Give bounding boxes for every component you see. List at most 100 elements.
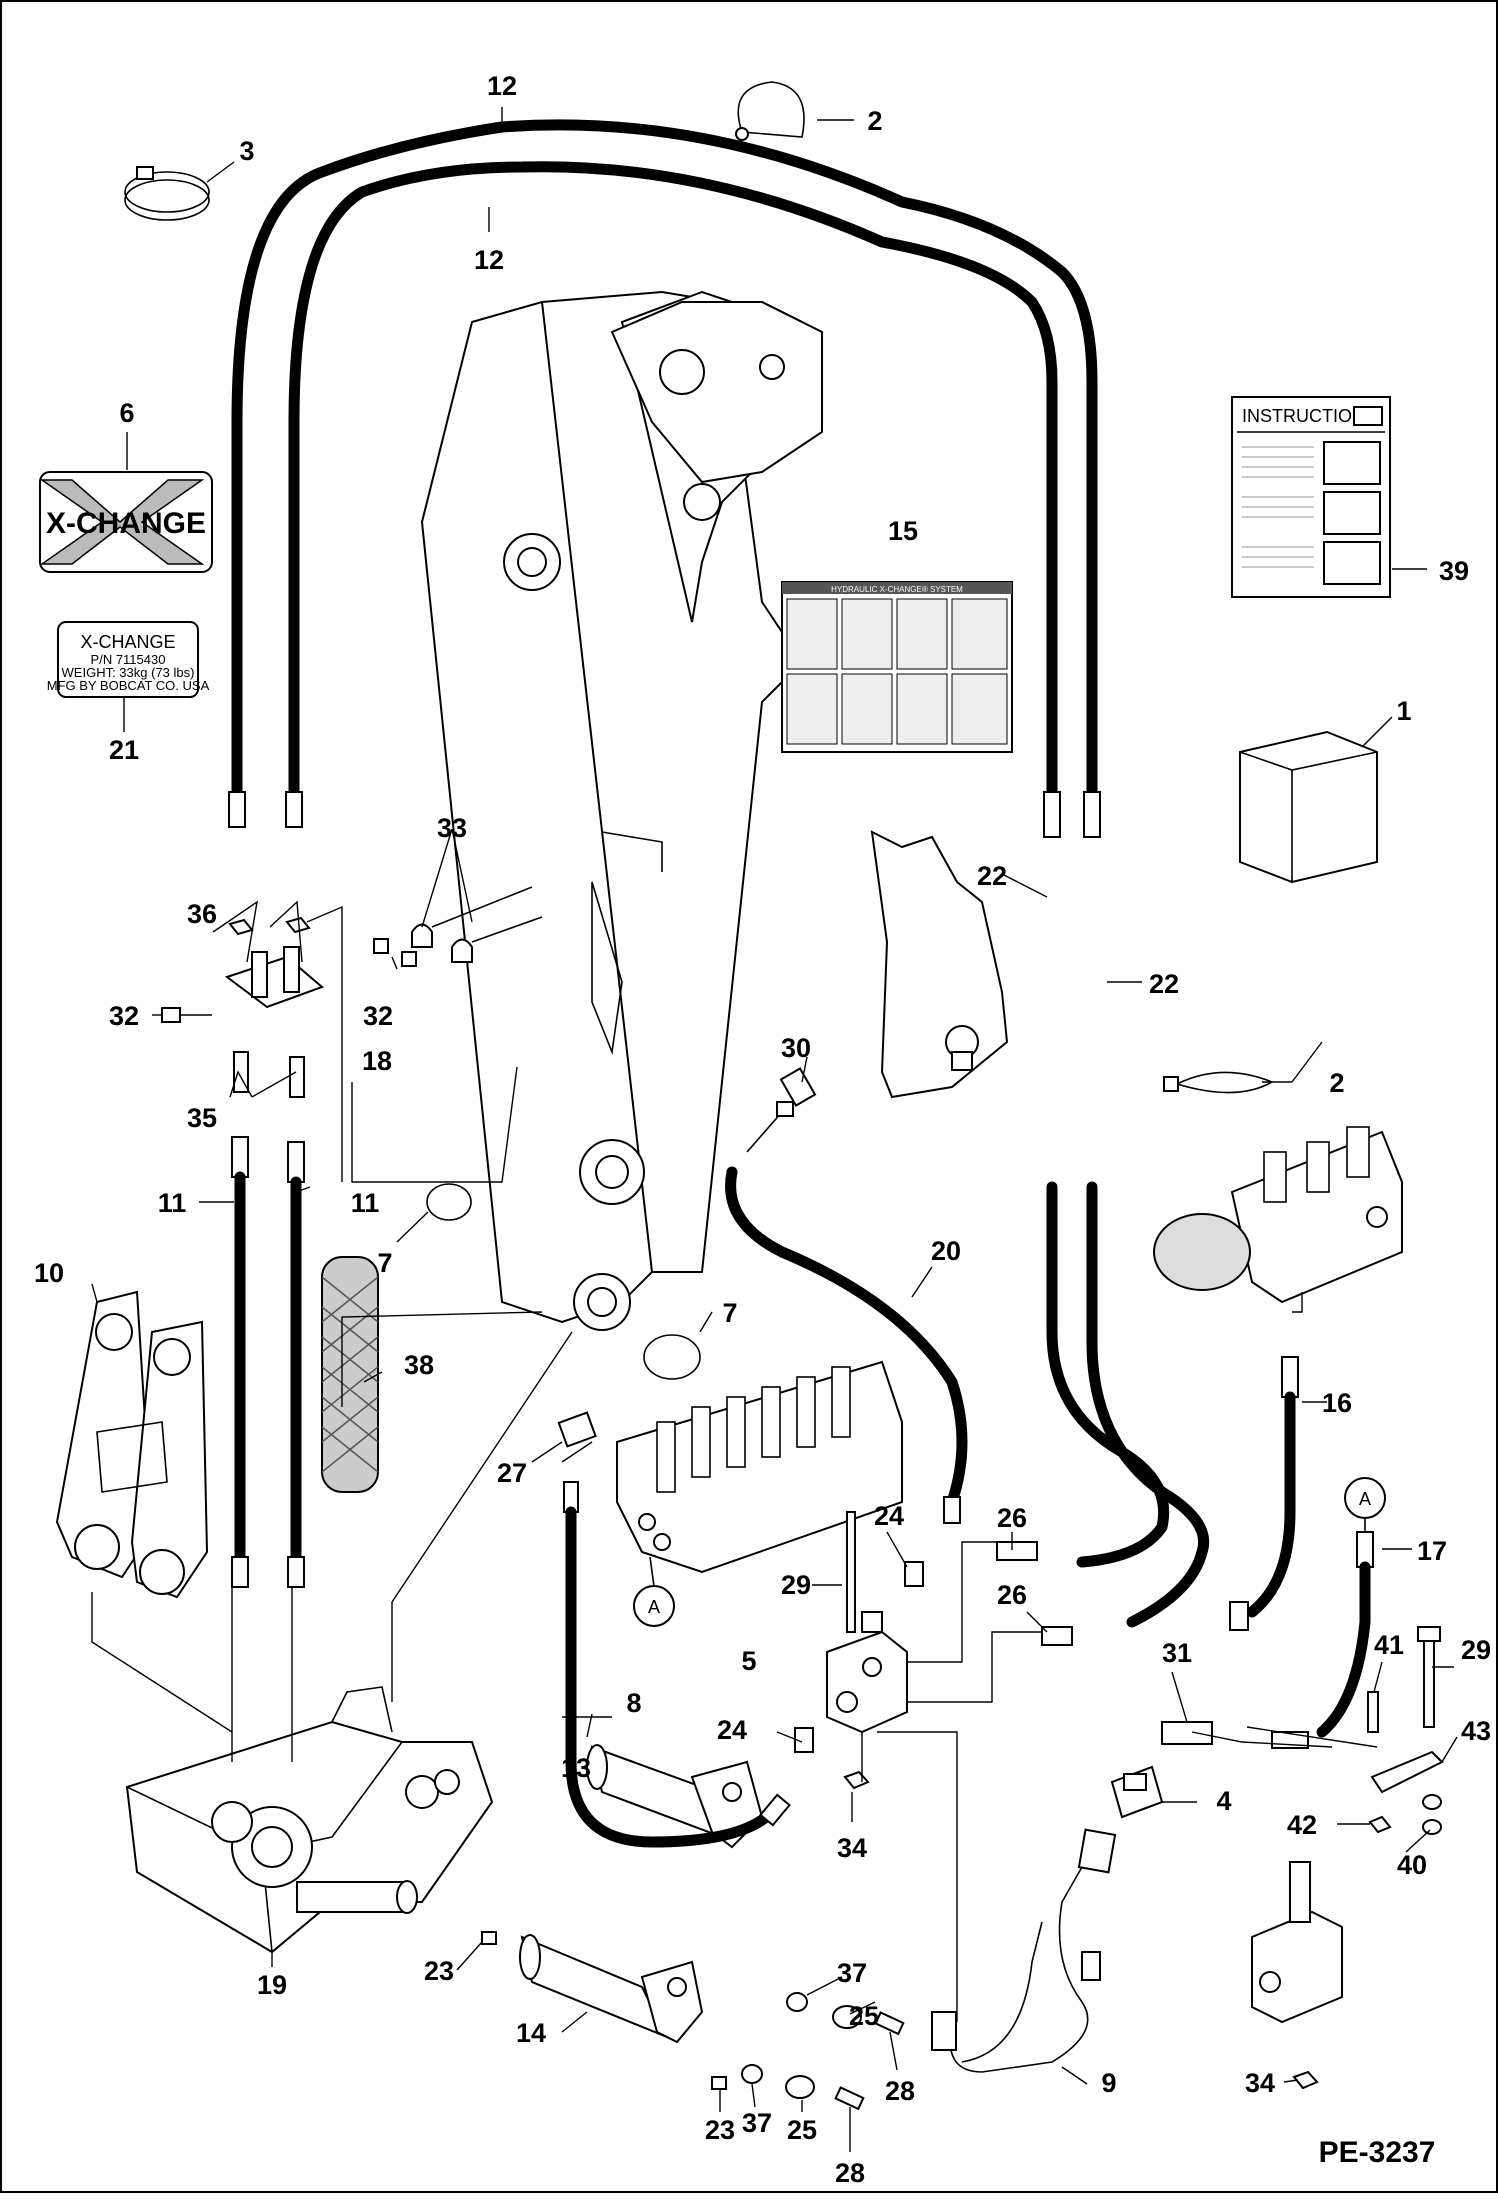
hose-ends-top	[228, 791, 1101, 838]
hoses-11	[231, 1136, 305, 1588]
stick-bracket	[610, 301, 823, 484]
decal-6-xchange: X-CHANGE	[39, 471, 213, 573]
callout: 32	[109, 1001, 139, 1031]
callout: 39	[1439, 556, 1469, 586]
instructions-39: INSTRUCTIONS	[1231, 396, 1391, 598]
callout: 11	[158, 1188, 187, 1218]
hose-12-outer	[231, 119, 1098, 838]
fittings-26	[996, 1541, 1073, 1646]
cylinder-14	[519, 1934, 704, 2044]
callout: 32	[363, 1001, 393, 1031]
callout: 14	[516, 2018, 546, 2048]
callout: 3	[239, 136, 254, 166]
callout: 23	[424, 1956, 454, 1986]
o-ring-7-left	[426, 1183, 472, 1221]
callout: 38	[404, 1350, 434, 1380]
callout: 24	[874, 1501, 904, 1531]
callout: 31	[1162, 1638, 1192, 1668]
port-marker-a-right: A	[1344, 1477, 1386, 1532]
callout: 22	[1149, 969, 1179, 999]
hose-12-outer-lower	[1086, 1181, 1210, 1628]
callout: 34	[1245, 2068, 1275, 2098]
callout: 17	[1417, 1536, 1447, 1566]
callout: 30	[781, 1033, 811, 1063]
link-10	[55, 1290, 209, 1599]
label-21-line2: P/N 7115430	[91, 652, 166, 667]
callout: 41	[1374, 1630, 1404, 1660]
callout: 29	[1461, 1635, 1491, 1665]
decal-15-title: HYDRAULIC X-CHANGE® SYSTEM	[831, 585, 963, 594]
fittings-24	[794, 1561, 924, 1753]
label-21-line1: X-CHANGE	[80, 632, 175, 652]
control-valve	[557, 1360, 903, 1574]
callout: 18	[362, 1046, 392, 1076]
callout: 12	[474, 245, 504, 275]
clamps-33	[411, 886, 543, 963]
callout: 26	[997, 1503, 1027, 1533]
callout: 37	[742, 2108, 772, 2138]
callout: 7	[377, 1248, 392, 1278]
callout: 2	[867, 106, 882, 136]
callout: 25	[787, 2115, 817, 2145]
hose-8	[563, 1481, 791, 1848]
svg-text:A: A	[648, 1597, 660, 1617]
callout: 6	[119, 398, 134, 428]
callout: 29	[781, 1570, 811, 1600]
port-marker-a-left: A	[633, 1556, 675, 1627]
callout: 34	[837, 1833, 867, 1863]
callout: 37	[837, 1958, 867, 1988]
nut-34-center	[843, 1770, 870, 1790]
callout: 42	[1287, 1810, 1317, 1840]
callout-numbers: 1 2 2 3 4 5 6 7 7 8 9 10 11 11 12 12 13 …	[34, 71, 1491, 2188]
kit-box-1	[1239, 730, 1378, 884]
callout: 4	[1216, 1786, 1231, 1816]
callout: 36	[187, 899, 217, 929]
callout: 20	[931, 1236, 961, 1266]
coupler-19	[125, 1686, 494, 1954]
callout: 2	[1329, 1068, 1344, 1098]
fitting-30	[776, 1067, 817, 1117]
callout: 5	[741, 1646, 756, 1676]
callout: 27	[497, 1458, 527, 1488]
callout: 1	[1396, 696, 1411, 726]
decal-6-text: X-CHANGE	[46, 507, 206, 540]
harness-9	[931, 1828, 1117, 2073]
bolts-32-right	[373, 938, 417, 967]
callout: 12	[487, 71, 517, 101]
hose-clamp-2-top	[735, 81, 805, 141]
label-21-line3: WEIGHT: 33kg (73 lbs)	[62, 665, 195, 680]
mount-plate-18	[224, 916, 324, 1009]
hose-12-inner-lower	[1046, 1181, 1170, 1568]
svg-text:A: A	[1359, 1489, 1371, 1509]
o-ring-7-right	[643, 1334, 701, 1380]
solenoid-valve-right	[1251, 1861, 1343, 2090]
callout: 28	[885, 2076, 915, 2106]
callout: 40	[1397, 1850, 1427, 1880]
callout: 11	[351, 1188, 380, 1218]
decal-15: HYDRAULIC X-CHANGE® SYSTEM	[781, 581, 1013, 753]
drawing-reference: PE-3237	[1319, 2136, 1436, 2169]
callout: 8	[626, 1688, 641, 1718]
bracket-panel	[870, 830, 1009, 1099]
callout: 26	[997, 1580, 1027, 1610]
hose-16	[1229, 1356, 1299, 1631]
callout: 13	[561, 1753, 591, 1783]
sleeve-38	[321, 1256, 379, 1493]
diverter-valve-assembly	[1153, 1126, 1403, 1304]
callout: 16	[1322, 1388, 1352, 1418]
callout: 10	[34, 1258, 64, 1288]
callout: 19	[257, 1970, 287, 2000]
callout: 21	[109, 735, 139, 765]
callout: 23	[705, 2115, 735, 2145]
fitting-31	[1161, 1721, 1213, 1745]
fittings-35	[233, 1051, 305, 1098]
callout: 7	[722, 1298, 737, 1328]
leader-lines	[91, 107, 1458, 2152]
hose-20	[725, 1111, 968, 1524]
bolt-32-left	[161, 1007, 212, 1023]
callout: 35	[187, 1103, 217, 1133]
label-21: X-CHANGE P/N 7115430 WEIGHT: 33kg (73 lb…	[47, 621, 210, 698]
callout: 24	[717, 1715, 747, 1745]
